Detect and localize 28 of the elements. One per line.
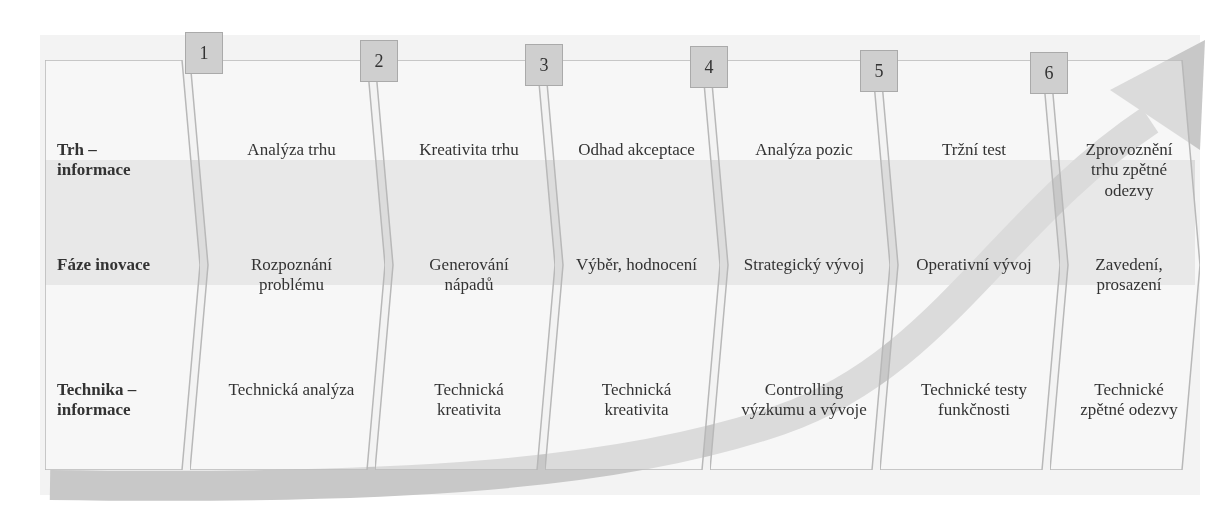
phase-text: Technická analýza [227,380,356,401]
step-number-box: 4 [690,46,728,88]
phase-text: Kreativita trhu [418,140,520,161]
phase-text: Zprovoznění trhu zpětné odezvy [1084,140,1174,202]
phase-text: Analýza trhu [246,140,337,161]
phase-text: Technické zpětné odezvy [1079,380,1179,421]
phase-text: Operativní vývoj [915,255,1033,276]
chevron-column [45,60,200,470]
step-number-box: 1 [185,32,223,74]
phase-text: Výběr, hodnocení [574,255,699,276]
phase-text: Generování nápadů [428,255,510,296]
step-number-box: 6 [1030,52,1068,94]
phase-text: Technická kreativita [433,380,505,421]
phase-text: Tržní test [940,140,1008,161]
phase-text: Rozpoznání problému [249,255,334,296]
phase-text: Odhad akceptace [577,140,696,161]
phase-text: Controlling výzkumu a vývoje [740,380,868,421]
row-heading: Technika – informace [57,380,138,421]
step-number-box: 2 [360,40,398,82]
step-number-box: 3 [525,44,563,86]
phase-text: Technické testy funkčnosti [920,380,1028,421]
phase-text: Analýza pozic [754,140,854,161]
step-number-box: 5 [860,50,898,92]
row-heading: Fáze inovace [57,255,151,276]
row-heading: Trh – informace [57,140,132,181]
phase-text: Technická kreativita [600,380,673,421]
phase-text: Strategický vývoj [742,255,866,276]
phase-text: Zavedení, prosazení [1094,255,1164,296]
